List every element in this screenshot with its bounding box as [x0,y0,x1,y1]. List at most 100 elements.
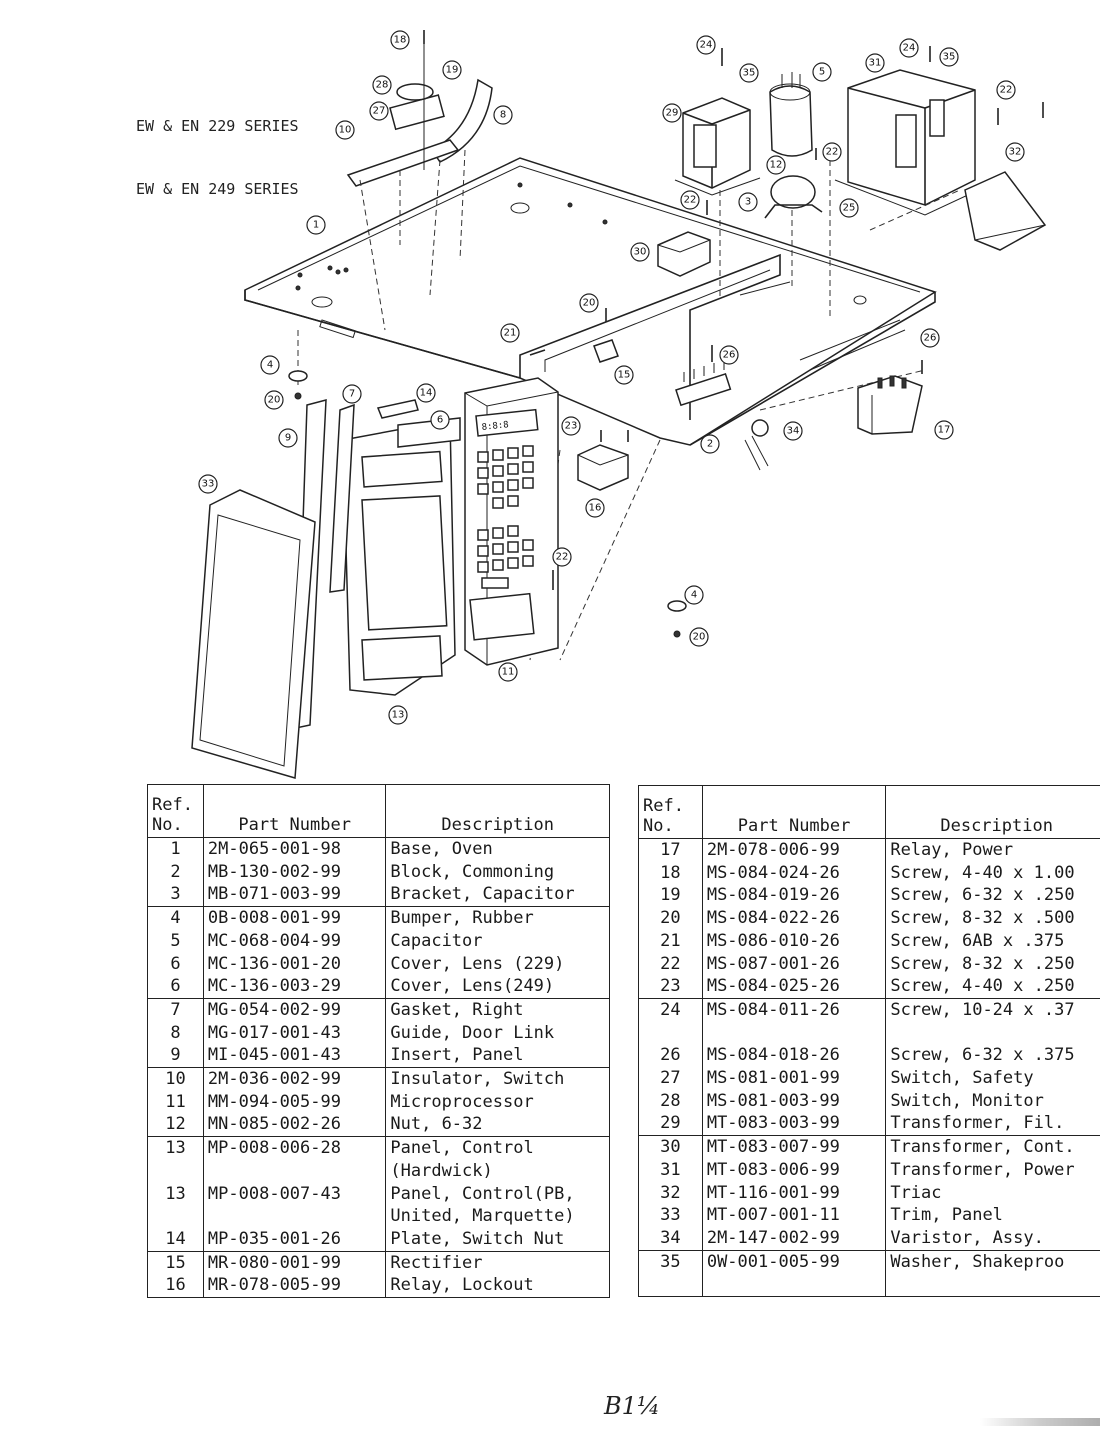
svg-text:14: 14 [420,388,433,399]
ref-cell: 5 [147,929,204,953]
ref-cell: 15 [147,1250,204,1275]
ref-cell: 27 [638,1067,703,1090]
part-number-cell: 2M-036-002-99 [202,1067,387,1091]
ref-cell: 3 [147,883,204,908]
part-number-cell: MS-084-018-26 [701,1044,887,1068]
callout-20c: 20 [689,627,709,647]
door-link-guide-assembly [346,37,493,187]
callout-25: 25 [839,198,859,218]
control-panel: 8:8:8 [464,377,559,666]
part-number-cell: MS-086-010-26 [701,929,887,953]
callout-5: 5 [812,62,832,82]
part-number-cell: MN-085-002-26 [202,1113,387,1138]
part-number-cell: MR-080-001-99 [202,1250,387,1275]
description-cell: Screw, 10-24 x .37 [885,997,1100,1022]
callout-22c: 22 [680,190,700,210]
ref-cell: 7 [147,997,204,1022]
ref-cell: 23 [638,975,703,999]
callout-4b: 4 [684,585,704,605]
svg-text:2: 2 [707,439,713,450]
svg-text:35: 35 [743,68,756,79]
svg-text:5: 5 [819,67,825,78]
part-number-cell: MG-054-002-99 [202,997,387,1022]
svg-text:24: 24 [903,43,916,54]
part-number-cell [202,1205,387,1228]
svg-text:11: 11 [502,667,515,678]
keypad-upper [477,445,534,509]
part-number-cell: MS-084-024-26 [701,861,887,885]
part-number-cell: MS-084-025-26 [701,975,887,999]
callout-35a: 35 [739,63,759,83]
svg-text:25: 25 [843,203,856,214]
svg-text:20: 20 [268,395,281,406]
description-cell: Screw, 4-40 x .250 [885,975,1100,999]
svg-text:4: 4 [691,590,697,601]
table-row: (Hardwick) [147,1159,610,1183]
svg-text:3: 3 [745,197,751,208]
svg-text:9: 9 [285,433,291,444]
trim-panel [191,489,316,779]
part-number-cell: MT-116-001-99 [701,1181,887,1205]
ref-cell [638,1273,703,1298]
callout-20b: 20 [579,293,599,313]
ref-cell [147,1205,204,1228]
part-number-cell: 2M-078-006-99 [701,837,887,862]
part-number-cell: MB-071-003-99 [202,883,387,908]
part-number-cell [202,1159,387,1183]
ref-cell: 2 [147,860,204,884]
svg-text:13: 13 [392,710,405,721]
description-cell: Transformer, Cont. [885,1135,1100,1159]
svg-text:21: 21 [504,328,517,339]
part-number-cell: MS-081-003-99 [701,1089,887,1113]
description-cell: Panel, Control(PB, [385,1182,610,1206]
callout-20a: 20 [264,390,284,410]
ref-cell: 11 [147,1090,204,1114]
partition-wall [519,253,781,420]
keypad-lower [477,525,534,589]
description-cell: Switch, Monitor [885,1089,1100,1113]
table-row: United, Marquette) [147,1205,610,1228]
lockout-relay [577,444,629,491]
description-cell: Trim, Panel [885,1204,1100,1227]
part-number-cell: MC-136-001-20 [202,952,387,976]
rubber-bumpers [288,370,687,638]
callout-4a: 4 [260,355,280,375]
part-number-cell: MS-087-001-26 [701,952,887,976]
terminal-strip [739,281,906,371]
ref-cell: 35 [638,1249,703,1274]
part-number-cell: MS-084-022-26 [701,907,887,930]
ref-cell: 1 [147,836,204,861]
ref-cell: 6 [147,952,204,976]
callout-24b: 24 [899,38,919,58]
part-number-cell: MS-084-011-26 [701,997,887,1022]
ref-cell: 19 [638,884,703,908]
callout-32: 32 [1005,142,1025,162]
callout-35b: 35 [939,47,959,67]
series-title: EW & EN 229 SERIES EW & EN 249 SERIES [136,74,299,221]
callout-34: 34 [783,421,803,441]
svg-text:28: 28 [376,80,389,91]
ref-cell: 34 [638,1226,703,1251]
header-description: Description [385,784,610,838]
part-number-cell: MT-083-006-99 [701,1158,887,1182]
callout-28: 28 [372,75,392,95]
description-cell: United, Marquette) [385,1205,610,1228]
part-number-cell: MC-068-004-99 [202,929,387,953]
svg-text:34: 34 [787,426,800,437]
